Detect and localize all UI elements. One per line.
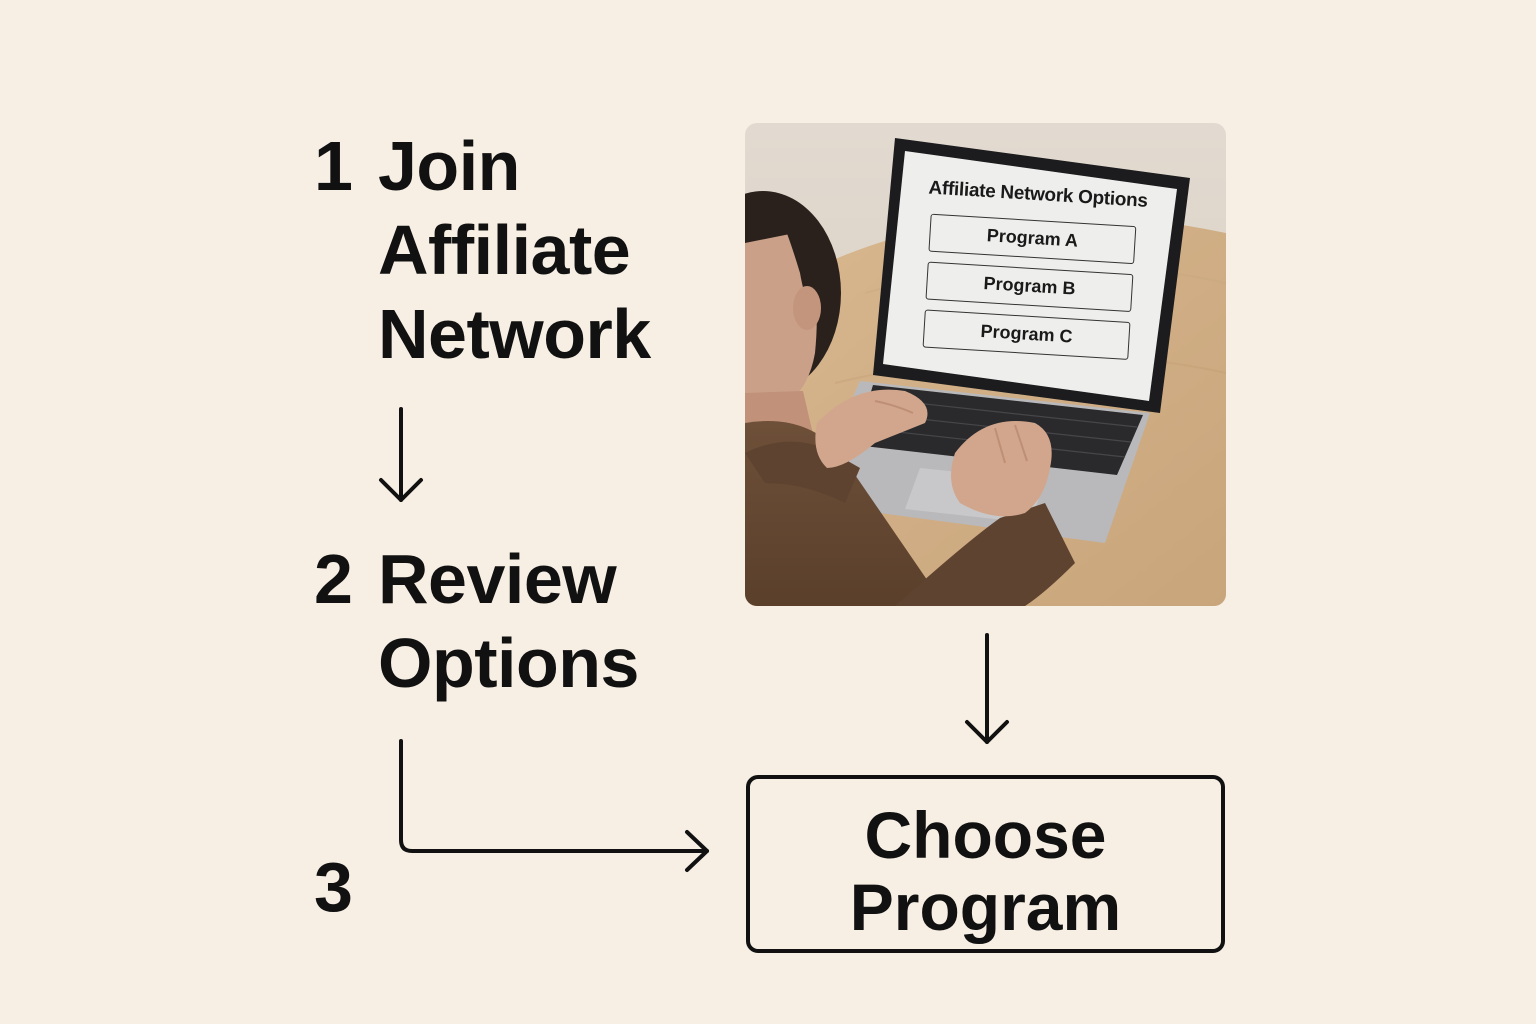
step-1-number: 1	[314, 127, 353, 205]
step-2-label: Review Options	[378, 537, 639, 705]
step-2-line-1: Review	[378, 540, 617, 618]
arrow-elbow-step-2	[399, 739, 709, 872]
step-1-line-3: Network	[378, 295, 651, 373]
choose-program-line-2: Program	[849, 870, 1122, 944]
step-3-number: 3	[314, 848, 353, 926]
screen-title: Affiliate Network Options	[927, 177, 1149, 212]
laptop-screen-ui: Affiliate Network Options Program A Prog…	[886, 150, 1180, 407]
choose-program-line-1: Choose	[864, 798, 1107, 872]
step-2-line-2: Options	[378, 624, 639, 702]
step-2-number: 2	[314, 540, 353, 618]
program-c-option[interactable]: Program C	[922, 309, 1131, 360]
choose-program-box: Choose Program	[746, 775, 1225, 953]
step-1-line-2: Affiliate	[378, 211, 631, 289]
step-1-line-1: Join	[378, 127, 520, 205]
step-1-label: Join Affiliate Network	[378, 124, 651, 376]
arrow-down-step-1	[379, 407, 423, 502]
program-a-option[interactable]: Program A	[928, 213, 1137, 265]
arrow-down-photo	[965, 633, 1009, 744]
program-b-option[interactable]: Program B	[925, 261, 1134, 313]
